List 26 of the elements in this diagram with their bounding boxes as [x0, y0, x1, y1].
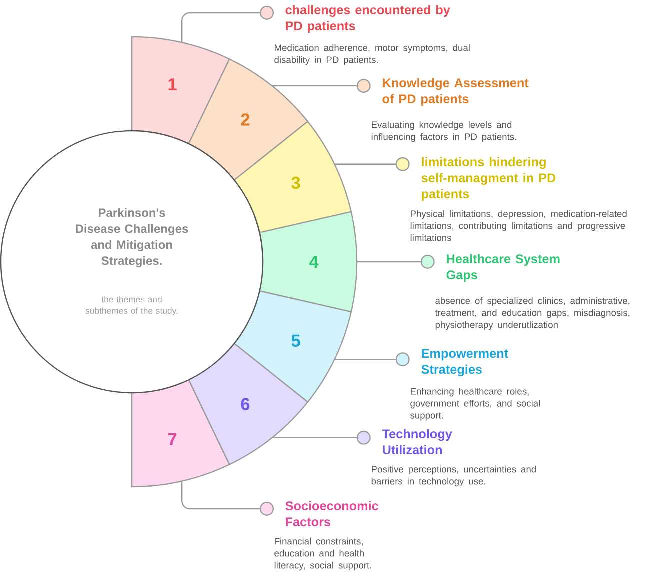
topic-heading: challenges encountered by PD patients: [286, 5, 450, 34]
center-subtitle: the themes and subthemes of the study.: [86, 296, 178, 316]
ring-segment: 7: [131, 379, 230, 488]
topic-description: Enhancing healthcare roles, government efforts, and social support.: [410, 388, 540, 421]
center-circle: [0, 130, 264, 394]
topic-heading: Technology Utilization: [382, 429, 452, 455]
topic-description: Evaluating knowledge levels and influencing factors in PD patients.: [372, 121, 516, 142]
connector-line: [181, 481, 274, 516]
topic-description: absence of specialized clinics, administrative, treatment, and education gaps, misdiagnosis, physiotherapy underutlization: [435, 297, 630, 330]
topic-heading: Knowledge Assessment of PD patients: [382, 78, 529, 106]
ring-segment: 1: [131, 36, 230, 145]
connector-line: [334, 352, 410, 367]
topic-description: Physical limitations, depression, medication-related limitations, contributing limitations and progressive limitations: [410, 210, 627, 242]
topic-heading: Socioeconomic Factors: [286, 501, 379, 527]
center-title: Parkinson's Disease Challenges and Mitigation Strategies.: [76, 208, 188, 268]
connector-line: [272, 79, 371, 94]
connector-line: [272, 430, 371, 445]
topic-heading: Empowerment Strategies: [422, 349, 508, 377]
connector-line: [357, 254, 435, 269]
ring-segment: 4: [259, 211, 358, 313]
connector-line: [181, 6, 274, 43]
topic-description: Financial constraints, education and health literacy, social support.: [274, 538, 372, 571]
topic-heading: limitations hindering self-managment in PD patients: [422, 157, 556, 202]
topic-description: Positive perceptions, uncertainties and barriers in technology use.: [372, 466, 536, 487]
topic-heading: Healthcare System Gaps: [446, 254, 560, 282]
connector-line: [334, 157, 410, 172]
